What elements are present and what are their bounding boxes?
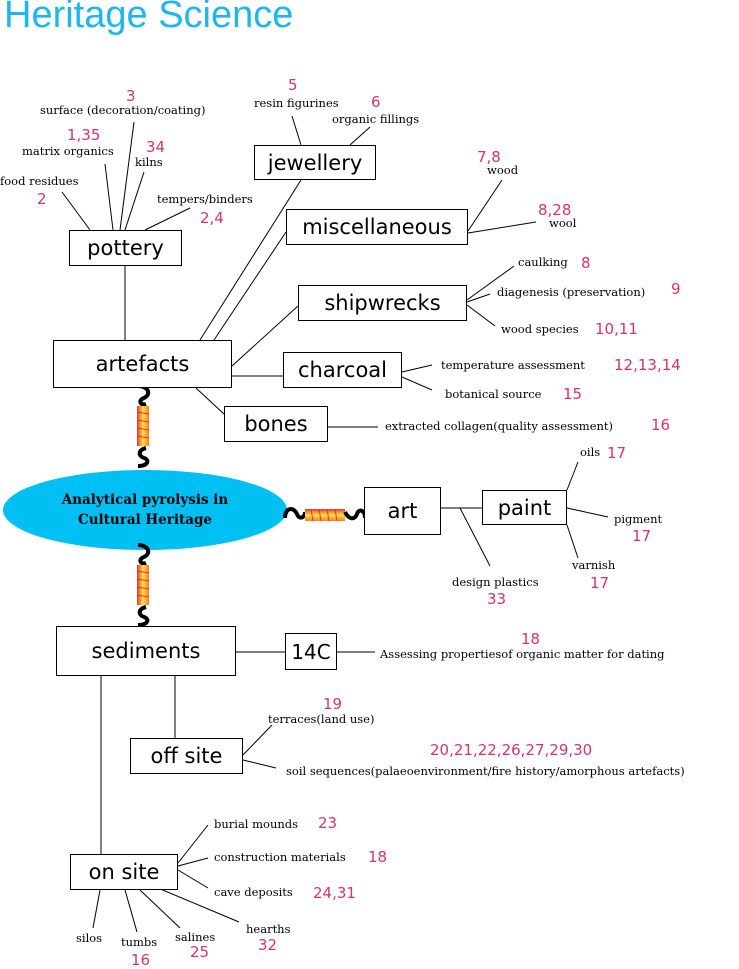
ref-botanical: 15 xyxy=(563,385,583,403)
label-silos: silos xyxy=(76,931,103,945)
shipwrecks-box: shipwrecks xyxy=(298,285,467,321)
ref-salines: 25 xyxy=(190,943,210,961)
pyrolysis-connector-icon xyxy=(283,507,367,522)
ref-terraces: 19 xyxy=(323,695,343,713)
ref-wood: 7,8 xyxy=(477,148,501,166)
label-hearths: hearths xyxy=(246,922,291,936)
ref-food: 2 xyxy=(37,190,47,208)
ref-matrix: 1,35 xyxy=(67,126,101,144)
ref-varnish: 17 xyxy=(590,574,610,592)
artefacts-box: artefacts xyxy=(53,340,232,388)
ref-hearths: 32 xyxy=(258,936,278,954)
label-caulking: caulking xyxy=(518,255,568,269)
label-burial: burial mounds xyxy=(214,817,299,831)
label-design: design plastics xyxy=(452,575,539,589)
ref-wood-species: 10,11 xyxy=(595,320,638,338)
pyrolysis-connector-icon xyxy=(136,384,151,468)
label-assessing: Assessing propertiesof organic matter fo… xyxy=(380,647,665,661)
label-construction: construction materials xyxy=(214,850,346,864)
ref-surface: 3 xyxy=(126,87,136,105)
jewellery-box: jewellery xyxy=(254,145,376,180)
ref-pigment: 17 xyxy=(632,527,652,545)
label-cave: cave deposits xyxy=(214,885,293,899)
center-ellipse: Analytical pyrolysis in Cultural Heritag… xyxy=(3,470,287,550)
c14-box: 14C xyxy=(285,633,337,670)
pyrolysis-connector-icon xyxy=(136,543,151,627)
label-matrix: matrix organics xyxy=(22,144,114,158)
ref-design: 33 xyxy=(487,590,507,608)
ref-collagen: 16 xyxy=(651,416,671,434)
ref-cave: 24,31 xyxy=(313,884,356,902)
ref-resin: 5 xyxy=(288,76,298,94)
ref-organic: 6 xyxy=(371,93,381,111)
ref-construction: 18 xyxy=(368,848,388,866)
label-diagenesis: diagenesis (preservation) xyxy=(497,285,646,299)
ref-wool: 8,28 xyxy=(538,201,572,219)
art-box: art xyxy=(364,487,441,535)
ref-tempers: 2,4 xyxy=(200,209,224,227)
label-surface: surface (decoration/coating) xyxy=(40,103,206,117)
label-collagen: extracted collagen(quality assessment) xyxy=(385,419,614,433)
ref-caulking: 8 xyxy=(581,254,591,272)
label-terraces: terraces(land use) xyxy=(268,712,375,726)
label-tempers: tempers/binders xyxy=(157,192,253,206)
on-site-box: on site xyxy=(70,854,178,890)
sediments-box: sediments xyxy=(56,626,236,676)
bones-box: bones xyxy=(224,406,328,442)
ref-kilns: 34 xyxy=(146,138,166,156)
label-food: food residues xyxy=(0,174,79,188)
page-title: Heritage Science xyxy=(4,0,294,36)
ref-diagenesis: 9 xyxy=(671,280,681,298)
label-soil: soil sequences(palaeoenvironment/fire hi… xyxy=(286,764,685,778)
ref-tumbs: 16 xyxy=(131,951,151,969)
pottery-box: pottery xyxy=(69,230,182,266)
label-kilns: kilns xyxy=(135,155,163,169)
center-label-line1: Analytical pyrolysis in xyxy=(61,492,229,508)
label-wood: wood xyxy=(487,163,519,177)
label-wood-species: wood species xyxy=(501,322,579,336)
center-label-line2: Cultural Heritage xyxy=(77,512,212,528)
ref-soil: 20,21,22,26,27,29,30 xyxy=(430,741,593,759)
label-temperature: temperature assessment xyxy=(441,358,585,372)
label-botanical: botanical source xyxy=(445,387,542,401)
label-resin: resin figurines xyxy=(254,96,339,110)
label-pigment: pigment xyxy=(614,512,663,526)
label-salines: salines xyxy=(175,930,216,944)
charcoal-box: charcoal xyxy=(283,352,402,388)
label-organic: organic fillings xyxy=(332,112,420,126)
label-oils: oils xyxy=(580,445,601,459)
label-tumbs: tumbs xyxy=(121,935,158,949)
ref-burial: 23 xyxy=(318,814,338,832)
ref-oils: 17 xyxy=(607,444,627,462)
ref-assessing: 18 xyxy=(521,630,541,648)
label-varnish: varnish xyxy=(572,558,616,572)
miscellaneous-box: miscellaneous xyxy=(286,209,468,245)
label-wool: wool xyxy=(549,216,577,230)
off-site-box: off site xyxy=(130,738,243,774)
ref-temperature: 12,13,14 xyxy=(614,356,681,374)
paint-box: paint xyxy=(482,490,567,525)
